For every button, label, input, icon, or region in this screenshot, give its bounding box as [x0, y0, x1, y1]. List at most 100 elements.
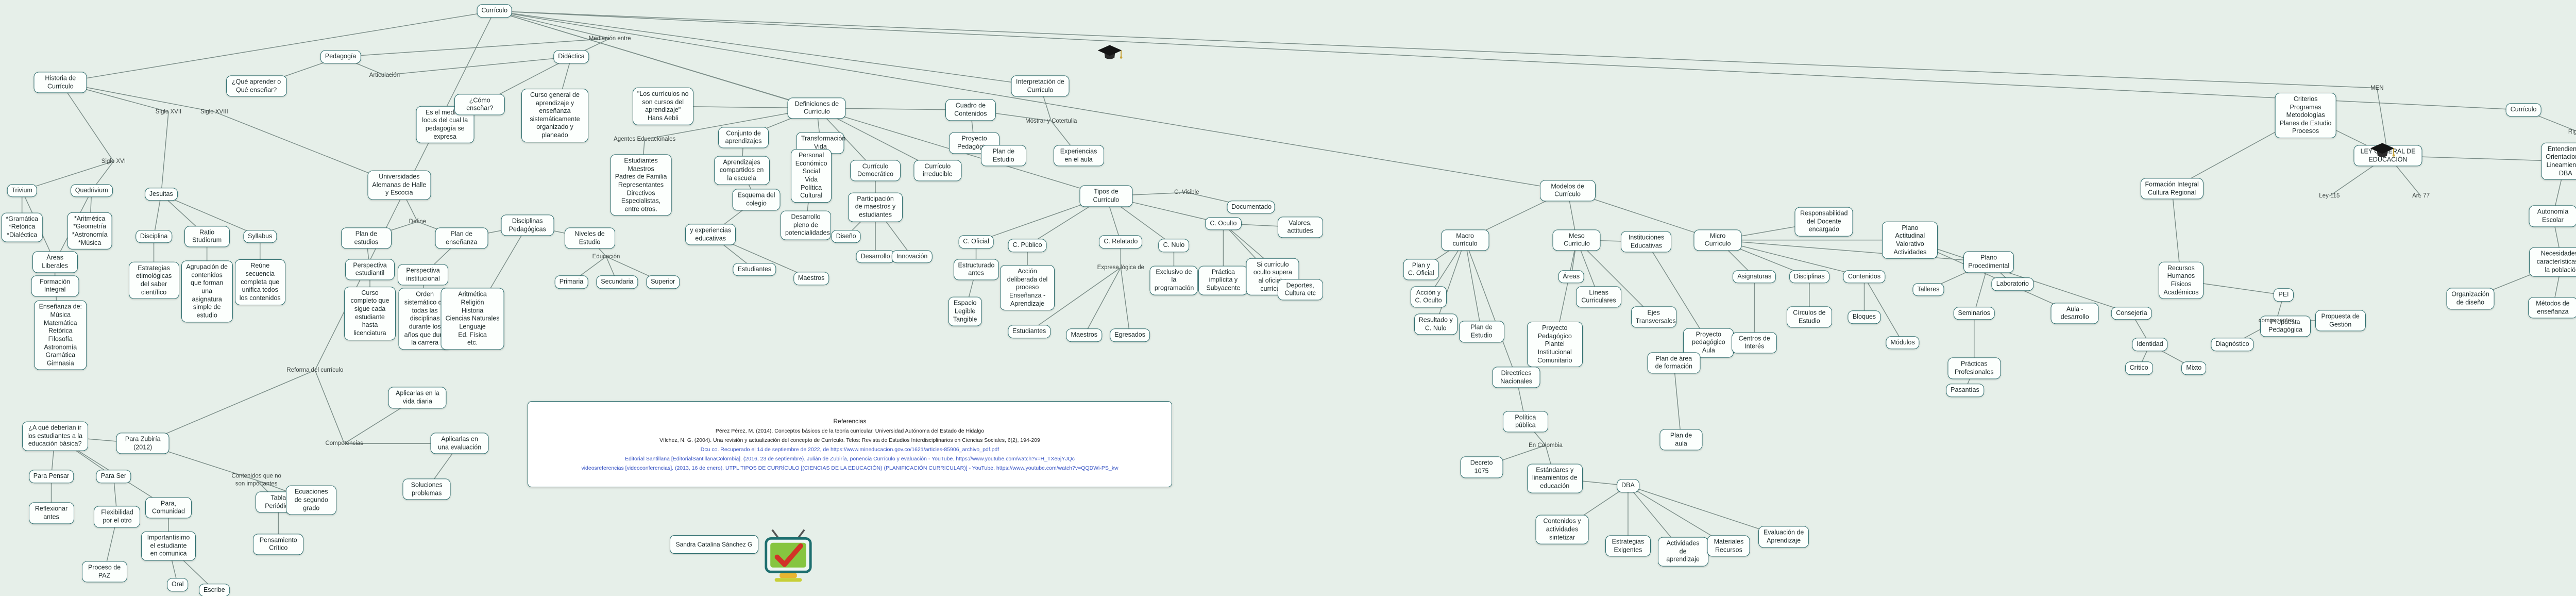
- concept-node[interactable]: Actividades de aprendizaje: [1657, 537, 1708, 567]
- concept-node[interactable]: Diseño: [831, 229, 861, 243]
- concept-node[interactable]: Pensamiento Crítico: [253, 534, 304, 555]
- concept-node[interactable]: Currículo Democrático: [850, 159, 901, 181]
- concept-node[interactable]: Aplicarlas en una evaluación: [430, 433, 489, 454]
- linking-phrase[interactable]: Educación: [592, 253, 620, 260]
- concept-node[interactable]: Identidad: [2132, 338, 2168, 352]
- linking-phrase[interactable]: Ley 115: [2319, 193, 2340, 200]
- concept-node[interactable]: Currículo irreducible: [913, 159, 962, 181]
- linking-phrase[interactable]: MEN: [2370, 85, 2384, 91]
- concept-node[interactable]: Aprendizajes compartidos en la escuela: [714, 156, 770, 185]
- linking-phrase[interactable]: Art. 77: [2412, 193, 2430, 200]
- concept-node[interactable]: Círculos de Estudio: [1786, 306, 1832, 328]
- concept-node[interactable]: Secundaria: [596, 275, 638, 289]
- linking-phrase[interactable]: Siglo XVIII: [200, 108, 228, 115]
- linking-phrase[interactable]: Articulación: [369, 72, 400, 78]
- concept-node[interactable]: Recursos Humanos Físicos Académicos: [2159, 261, 2204, 300]
- concept-node[interactable]: Proceso de PAZ: [81, 561, 127, 583]
- reference-entry-link[interactable]: Dcu co. Recuperado el 14 de septiembre d…: [700, 446, 999, 453]
- concept-node[interactable]: Criterios Programas Metodologías Planes …: [2275, 92, 2336, 138]
- concept-node[interactable]: Disciplinas: [1789, 270, 1829, 284]
- concept-node[interactable]: ¿A qué deberían ir los estudiantes a la …: [22, 421, 88, 451]
- concept-node[interactable]: Para Ser: [96, 470, 131, 483]
- concept-node[interactable]: Directrices Nacionales: [1492, 367, 1540, 388]
- linking-phrase[interactable]: Contenidos que no son importantes: [231, 473, 281, 487]
- concept-node[interactable]: Laboratorio: [1991, 277, 2034, 291]
- concept-node[interactable]: Macro currículo: [1441, 229, 1489, 251]
- concept-node[interactable]: Pasantías: [1946, 384, 1984, 397]
- concept-node[interactable]: Enseñanza de: Música Matemática Retórica…: [34, 300, 87, 370]
- concept-node[interactable]: Ratio Studiorum: [184, 225, 230, 247]
- linking-phrase[interactable]: Competencias: [325, 440, 363, 446]
- concept-node[interactable]: Propuesta de Gestión: [2315, 310, 2366, 332]
- concept-node[interactable]: Evaluación de Aprendizaje: [1758, 526, 1809, 548]
- concept-node[interactable]: y experiencias educativas: [685, 224, 736, 245]
- concept-node[interactable]: Quadrivium: [70, 184, 113, 197]
- concept-node[interactable]: Plan de aula: [1659, 429, 1703, 451]
- concept-node[interactable]: Seminarios: [1953, 307, 1995, 320]
- concept-node[interactable]: C. Público: [1008, 239, 1047, 253]
- concept-node[interactable]: Syllabus: [243, 229, 277, 243]
- concept-node[interactable]: Resultado y C. Nulo: [1414, 313, 1458, 335]
- concept-node[interactable]: Ejes Transversales: [1631, 306, 1676, 328]
- concept-node[interactable]: Plan y C. Oficial: [1403, 258, 1439, 280]
- concept-node[interactable]: Para, Comunidad: [145, 496, 192, 519]
- concept-node[interactable]: Valores, actitudes: [1277, 217, 1323, 238]
- concept-node[interactable]: Niveles de Estudio: [564, 227, 615, 249]
- concept-node[interactable]: DBA: [1617, 479, 1639, 492]
- concept-node[interactable]: Consejería: [2111, 307, 2152, 320]
- concept-node[interactable]: Estrategias Exigentes: [1605, 535, 1651, 557]
- concept-node[interactable]: Práctica implícita y Subyacente: [1198, 266, 1248, 295]
- concept-node[interactable]: Reflexionar antes: [28, 502, 74, 524]
- concept-node[interactable]: Responsabilidad del Docente encargado: [1794, 207, 1853, 237]
- concept-node[interactable]: Estándares y lineamientos de educación: [1527, 463, 1583, 493]
- concept-node[interactable]: Documentado: [1227, 200, 1275, 214]
- concept-node[interactable]: Formación Integral Cultura Regional: [2140, 178, 2204, 200]
- concept-node[interactable]: Proyecto Pedagógico Plantel Instituciona…: [1527, 322, 1583, 368]
- linking-phrase[interactable]: Rige de: [2568, 128, 2576, 135]
- concept-node[interactable]: Plan de Estudio: [1459, 321, 1504, 342]
- concept-node[interactable]: Micro Currículo: [1693, 229, 1742, 251]
- concept-node[interactable]: Plan de Estudio: [980, 145, 1026, 167]
- concept-node[interactable]: Plano Procedimental: [1963, 251, 2014, 273]
- reference-entry-link[interactable]: Editorial Santillana [EditorialSantillan…: [624, 455, 1075, 462]
- concept-node[interactable]: Bloques: [1848, 310, 1881, 324]
- concept-node[interactable]: Centros de Interés: [1732, 332, 1777, 354]
- concept-node[interactable]: Decreto 1075: [1460, 456, 1503, 478]
- concept-node[interactable]: Contenidos: [1843, 270, 1886, 284]
- concept-node[interactable]: Soluciones problemas: [402, 478, 451, 500]
- concept-node[interactable]: Materiales Recursos: [1707, 535, 1750, 557]
- concept-node[interactable]: Aula - desarrollo: [2050, 303, 2099, 324]
- concept-node[interactable]: Acción y C. Oculto: [1410, 286, 1447, 308]
- concept-node[interactable]: Instituciones Educativas: [1621, 231, 1672, 253]
- linking-phrase[interactable]: Mediación entre: [588, 35, 631, 42]
- concept-node[interactable]: *Aritmética *Geometría *Astronomía *Músi…: [67, 212, 112, 250]
- concept-node[interactable]: Para Pensar: [28, 470, 74, 483]
- linking-phrase[interactable]: Define: [409, 218, 427, 225]
- concept-node[interactable]: ¿Cómo enseñar?: [454, 93, 505, 115]
- linking-phrase[interactable]: C. Visible: [1174, 189, 1199, 196]
- concept-node[interactable]: Módulos: [1886, 336, 1920, 350]
- concept-node[interactable]: Formación Integral: [31, 275, 79, 297]
- concept-node[interactable]: Aplicarlas en la vida diaria: [388, 387, 447, 408]
- concept-node[interactable]: Espacio Legible Tangible: [948, 296, 982, 326]
- concept-node[interactable]: Estructurado antes: [953, 258, 999, 280]
- concept-node[interactable]: Innovación: [891, 250, 933, 263]
- concept-node[interactable]: Mixto: [2181, 361, 2207, 375]
- concept-node[interactable]: *Gramática *Retórica *Dialéctica: [1, 212, 43, 242]
- concept-node[interactable]: Escribe: [199, 583, 230, 596]
- concept-node[interactable]: Proyecto pedagógico Aula: [1683, 328, 1734, 358]
- concept-node[interactable]: Necesidades y características de la pobl…: [2529, 247, 2576, 277]
- concept-node[interactable]: Autonomía Escolar: [2529, 205, 2576, 227]
- linking-phrase[interactable]: Expresa lógica de: [1097, 264, 1145, 271]
- linking-phrase[interactable]: Siglo XVII: [155, 108, 182, 115]
- concept-node[interactable]: Historia de Currículo: [33, 72, 87, 93]
- concept-node[interactable]: Personal Económico Social Vida Política …: [790, 149, 832, 203]
- concept-node[interactable]: Crítico: [2125, 361, 2153, 375]
- linking-phrase[interactable]: En Colombia: [1529, 442, 1563, 449]
- concept-node[interactable]: C. Relatado: [1099, 235, 1143, 249]
- concept-node[interactable]: Reúne secuencia completa que unifica tod…: [234, 259, 285, 305]
- concept-node[interactable]: Didáctica: [553, 50, 589, 63]
- concept-node[interactable]: Egresados: [1110, 328, 1150, 342]
- concept-node[interactable]: Superior: [646, 275, 680, 289]
- concept-node[interactable]: C. Nulo: [1158, 239, 1190, 253]
